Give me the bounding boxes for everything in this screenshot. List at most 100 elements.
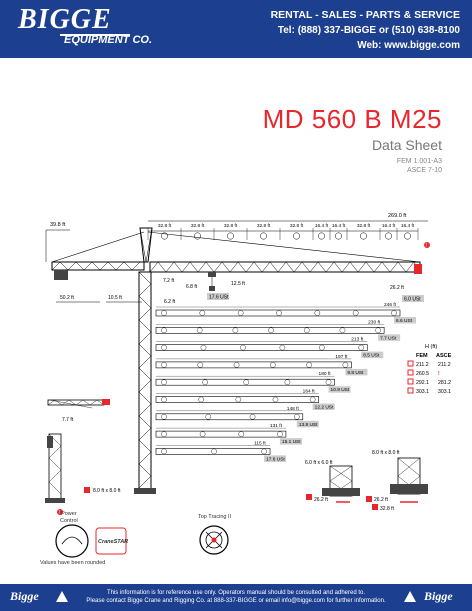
h-col-fem: FEM [416,353,428,359]
logo-underline [60,34,130,36]
jib-row-length: 180 ft [319,371,332,377]
jib-row-marker [199,431,206,437]
footer-brand-right: Bigge [424,589,453,603]
jib-row-bar [155,344,368,351]
warning-icon-left [56,591,68,602]
h-row-asce: 281.2 [438,380,451,386]
jib-row-bar [155,361,352,369]
segment-marker [335,232,342,240]
jib-row-marker [205,413,212,420]
jib-row-marker [342,362,349,368]
jib-row-marker [325,379,332,386]
jib-row-bar [155,396,319,403]
header-banner: BIGGE EQUIPMENT CO. RENTAL - SALES - PAR… [0,0,472,58]
dim-26-2-base: 26.2 ft [314,497,329,503]
jib-row-marker [277,431,283,437]
jib-row-load: 8.5 USt [363,353,380,359]
jib-row-marker [279,344,286,351]
jib-row-marker [161,396,167,403]
jib-row-marker [238,431,245,437]
jib-row-load-box [361,351,384,359]
jib-row-length: 115 ft [254,440,266,446]
segment-marker [260,232,267,240]
jib-row-marker [314,310,321,316]
rounded-note: Values have been rounded [40,560,106,566]
base-views: 6.0 ft x 6.0 ft 26.2 ft 8.0 ft x 8.0 ft … [305,450,428,512]
jib-row-marker [196,327,203,334]
jib-row-load-box [279,438,302,445]
dim-12-5: 12.5 ft [231,281,246,287]
jib-row-marker [391,310,397,316]
segment-marker [318,232,325,240]
dim-base-3: 8.0 ft x 8.0 ft [372,450,400,456]
services-line: RENTAL - SALES - PARTS & SERVICE [270,9,460,21]
jib-row-length: 230 ft [368,319,381,325]
jib-row-marker [303,327,310,334]
jib-row-marker [319,344,325,351]
h-row-icon [407,387,414,394]
jib-row-marker [197,362,204,368]
jib-row-load: 13.8 USt [299,422,318,428]
footer-brand-left: Bigge [10,589,39,603]
footer-line-2: Please contact Bigge Crane and Rigging C… [86,598,386,604]
jib-row-length: 213 ft [351,337,364,343]
jib-row-bar [155,326,385,334]
segment-label: 16.4 ft [315,223,329,229]
jib-row-marker [375,327,381,334]
jib-row-marker [211,448,217,455]
jib-row-marker [293,413,300,420]
jib-row-marker [199,310,206,316]
jib-row-load-box [378,334,401,341]
jib-row-marker [161,362,167,368]
jib-row-length: 246 ft [384,302,397,308]
jib-row-bar [155,309,401,317]
dim-mast: 10.5 ft [108,295,123,301]
jib-row-marker [339,327,346,334]
segment-marker [404,232,411,240]
power-label-1: Power [61,511,77,517]
segment-marker [227,232,234,240]
side-view-left: 7.7 ft ! [45,399,110,516]
jib-row-marker [270,362,276,368]
segment-marker [161,232,168,240]
jib-row-marker [198,396,204,403]
jib-row-marker [243,379,250,386]
jib-row-marker [306,362,312,368]
logo-sub: EQUIPMENT CO. [64,34,153,46]
jib-row-marker [276,310,282,316]
top-tracing-icon [199,525,229,555]
jib-row-marker [272,396,279,403]
segment-label: 32.8 ft [191,223,205,229]
jib-row-marker [284,379,291,386]
footer-disclaimer: This information is for reference use on… [72,589,400,605]
doc-subtitle: Data Sheet [371,137,442,153]
jib-row-load: 17.6 USt [266,456,285,462]
segment-label: 16.4 ft [401,223,415,229]
jib-row-bar [155,430,287,438]
jib-row-marker [233,362,240,368]
top-tracing-label: Top Tracing II [198,514,232,520]
weight-17-6: 17.6 USt [209,295,229,301]
jib-row-length: 131 ft [270,423,283,429]
h-row-asce: 211.2 [438,362,451,368]
bigge-logo: BIGGE EQUIPMENT CO. [18,6,153,47]
h-row-icon [407,369,414,376]
h-row-icon [407,378,414,385]
standards: FEM 1.001-A3 ASCE 7-10 [397,157,442,175]
cranestar-icon [95,527,127,555]
dim-base-1: 8.0 ft x 8.0 ft [93,488,121,494]
dim-7-2: 7.2 ft [163,278,175,284]
jib-row-marker [240,344,246,351]
jib-row-marker [352,310,359,316]
svg-text:!: ! [426,243,427,249]
segment-marker [360,232,367,240]
power-control-icon [55,524,89,558]
segment-label: 32.8 ft [290,223,304,229]
jib-row-marker [202,379,208,386]
jib-row-load-box [345,368,368,376]
jib-row-bar [155,448,271,455]
jib-row-load-box [312,403,335,410]
